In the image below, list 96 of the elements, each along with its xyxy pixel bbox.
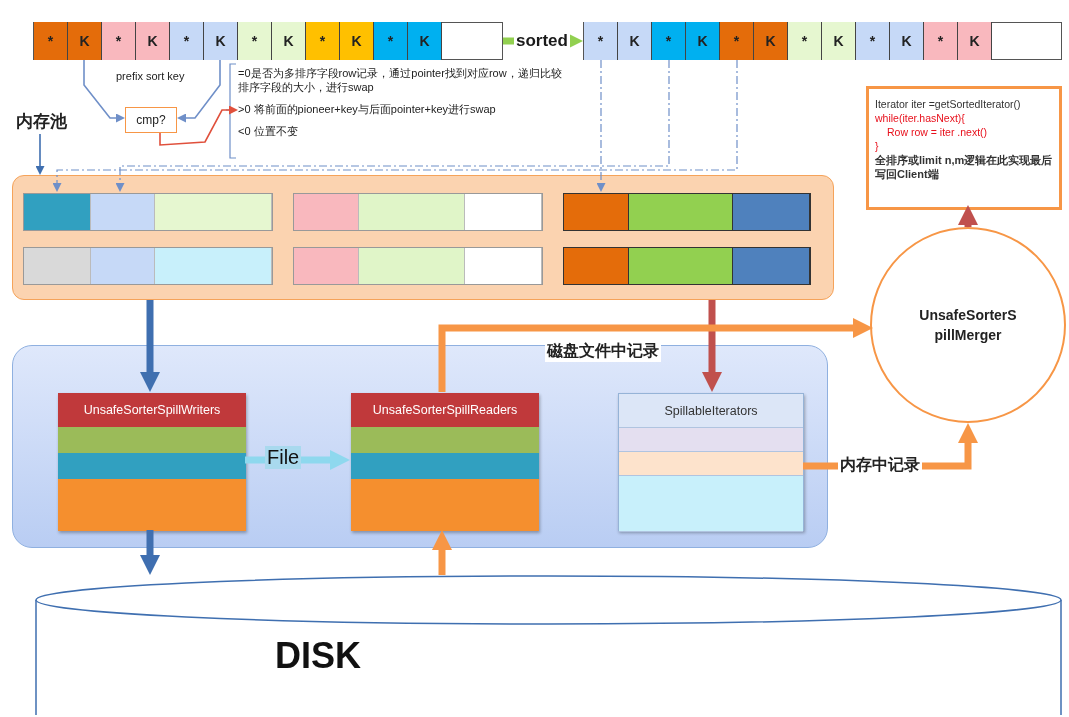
memory-record <box>293 247 543 285</box>
block-title: UnsafeSorterSpillReaders <box>371 402 519 419</box>
dashed-arrow <box>596 59 606 192</box>
cell-text: * <box>251 33 258 49</box>
arrow <box>35 133 45 175</box>
code-line: } <box>875 139 880 153</box>
array-cell <box>890 22 924 60</box>
edge-label: File <box>265 446 302 469</box>
arrow <box>159 105 238 146</box>
memory-pool-panel <box>12 175 834 300</box>
arrow <box>83 59 125 123</box>
code-box <box>866 86 1062 210</box>
array-cell <box>720 22 754 60</box>
stacked-block <box>351 393 539 531</box>
merger-label: UnsafeSorterSpillMerger <box>918 306 1018 345</box>
array-cell <box>272 22 306 60</box>
array-cell <box>652 22 686 60</box>
array-cell <box>170 22 204 60</box>
cell-text: * <box>597 33 604 49</box>
compare-text: cmp? <box>136 113 166 127</box>
memory-record <box>23 247 273 285</box>
array-cell <box>306 22 340 60</box>
array-cell <box>856 22 890 60</box>
array-cell <box>686 22 720 60</box>
disk-cylinder <box>35 575 1062 715</box>
cell-text: K <box>765 33 776 49</box>
array-cell <box>788 22 822 60</box>
cell-text: K <box>215 33 226 49</box>
cell-text: * <box>183 33 190 49</box>
code-line: while(iter.hasNext){ <box>875 111 966 125</box>
callout-text: prefix sort key <box>116 70 185 82</box>
cell-text: * <box>47 33 54 49</box>
cell-text: * <box>115 33 122 49</box>
cell-text: * <box>319 33 326 49</box>
arrow <box>177 59 221 123</box>
cell-text: * <box>665 33 672 49</box>
memory-record <box>23 193 273 231</box>
key-pointer-array <box>583 22 1062 60</box>
stacked-block <box>618 393 804 531</box>
array-cell <box>68 22 102 60</box>
dashed-arrow <box>115 59 670 192</box>
code-line: Row row = iter .next() <box>886 125 989 139</box>
array-cell <box>374 22 408 60</box>
cell-text: K <box>833 33 844 49</box>
cell-text: K <box>697 33 708 49</box>
array-cell <box>34 22 68 60</box>
array-cell <box>958 22 992 60</box>
cell-text: K <box>351 33 362 49</box>
note-text: >0 将前面的pioneer+key与后面pointer+key进行swap <box>238 102 497 116</box>
pool-label: 内存池 <box>16 111 68 133</box>
cell-text: K <box>419 33 430 49</box>
block-arrow <box>702 300 722 392</box>
array-cell <box>102 22 136 60</box>
array-cell <box>924 22 958 60</box>
memory-record <box>563 247 811 285</box>
cell-text: * <box>801 33 808 49</box>
cell-text: K <box>901 33 912 49</box>
block-arrow <box>140 300 160 392</box>
cell-text: K <box>79 33 90 49</box>
block-arrow <box>432 530 452 575</box>
stacked-block <box>58 393 246 531</box>
cell-text: K <box>147 33 158 49</box>
note-text: <0 位置不变 <box>238 124 299 138</box>
array-cell <box>408 22 442 60</box>
array-cell <box>822 22 856 60</box>
array-cell <box>584 22 618 60</box>
array-cell <box>204 22 238 60</box>
note-text: =0是否为多排序字段row记录，通过pointer找到对应row，递归比较排序字段的大小，进行swap <box>238 66 563 94</box>
edge-label: 内存中记录 <box>838 455 922 476</box>
array-cell <box>754 22 788 60</box>
disk-label: DISK <box>275 635 361 677</box>
block-arrow <box>958 205 978 227</box>
block-arrow <box>438 318 873 392</box>
memory-record <box>563 193 811 231</box>
array-cell <box>238 22 272 60</box>
cell-text: K <box>629 33 640 49</box>
cell-text: * <box>937 33 944 49</box>
array-cell <box>618 22 652 60</box>
block-title: UnsafeSorterSpillWriters <box>82 402 222 419</box>
array-cell <box>340 22 374 60</box>
memory-record <box>293 193 543 231</box>
array-cell <box>136 22 170 60</box>
cell-text: K <box>969 33 980 49</box>
code-line: Iterator iter =getSortedIterator() <box>875 97 1022 111</box>
compare-box <box>125 107 177 133</box>
code-line: 全排序或limit n,m逻辑在此实现最后写回Client端 <box>875 153 1053 181</box>
block-title: SpillableIterators <box>663 403 759 420</box>
key-pointer-array <box>33 22 503 60</box>
edge-label: 磁盘文件中记录 <box>545 341 661 362</box>
cell-text: * <box>387 33 394 49</box>
cell-text: * <box>733 33 740 49</box>
block-arrow <box>140 530 160 575</box>
cell-text: K <box>283 33 294 49</box>
cell-text: * <box>869 33 876 49</box>
edge-label: sorted <box>514 31 570 51</box>
dashed-arrow <box>52 59 738 192</box>
